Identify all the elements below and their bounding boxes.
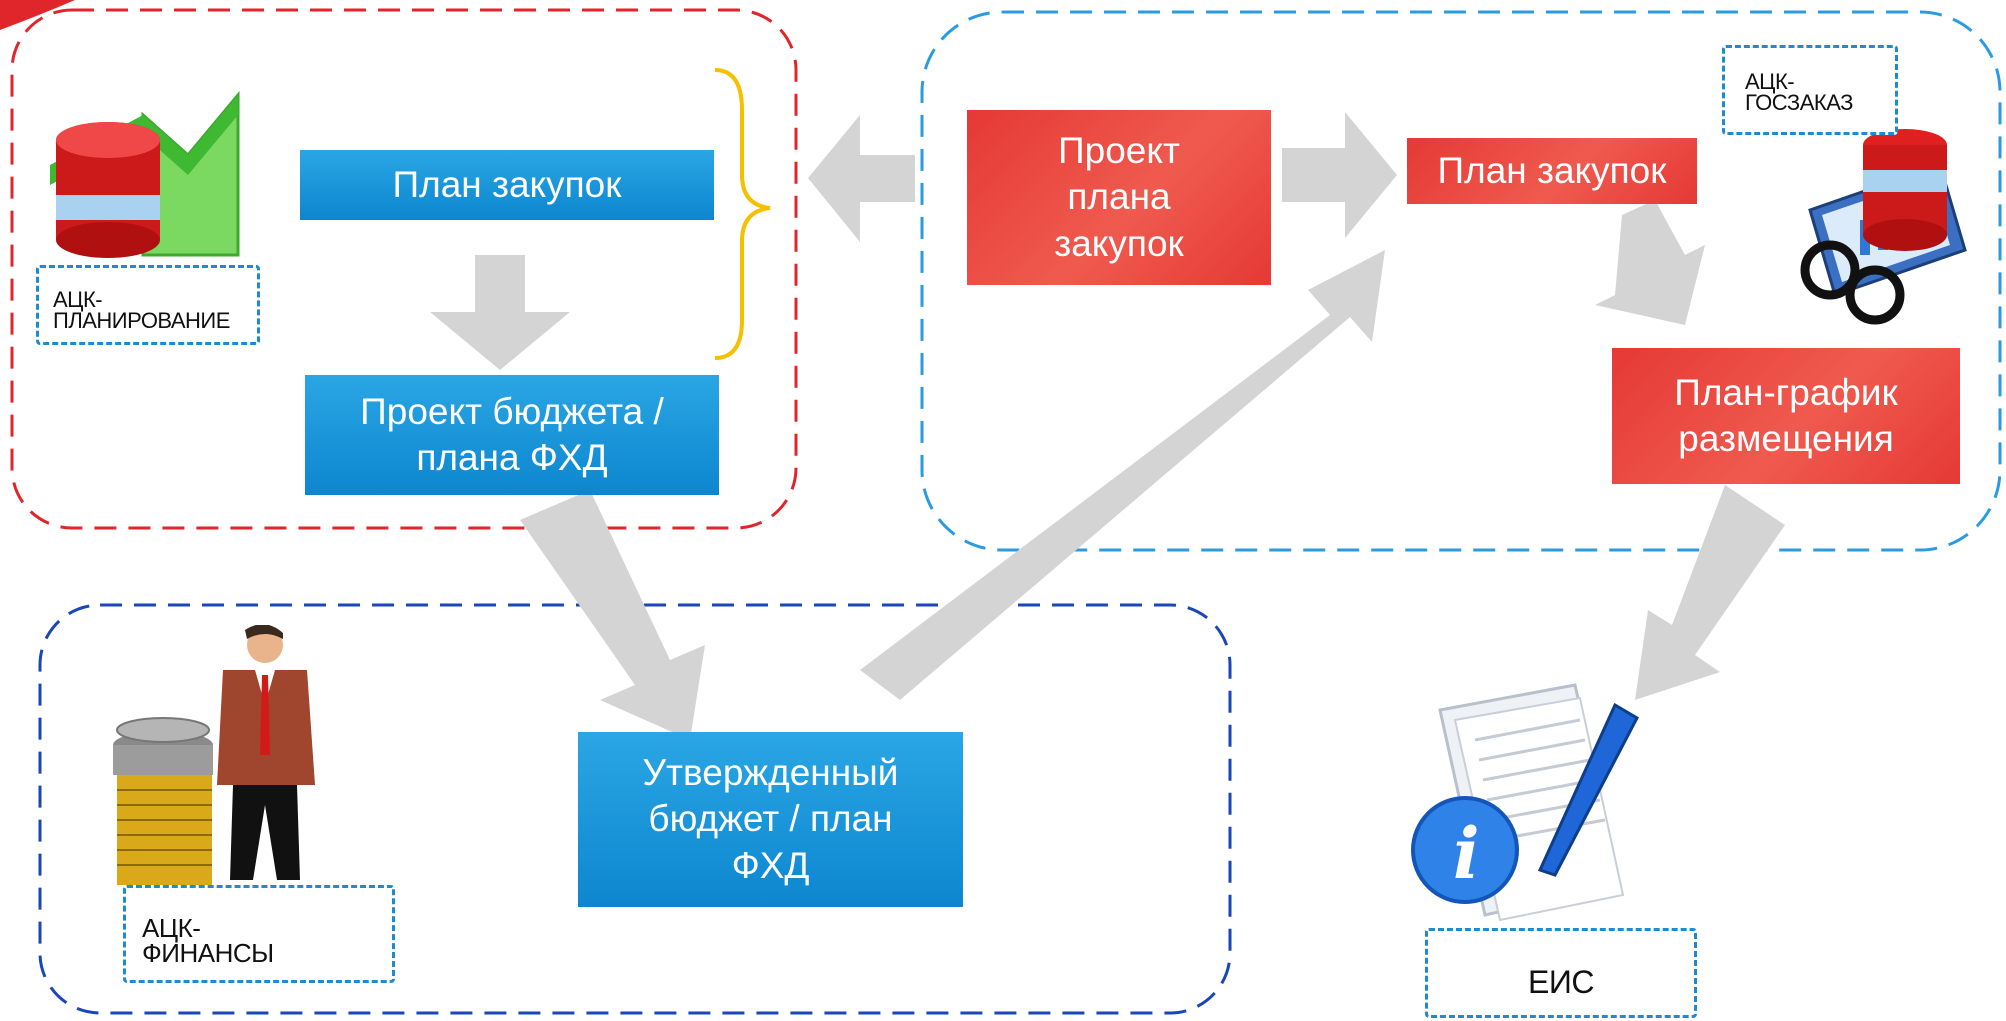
svg-text:i: i <box>1453 812 1480 895</box>
finance-group-frame <box>38 603 1232 1015</box>
arrow-draft-to-plan <box>1282 112 1397 238</box>
approved-budget-box: Утвержденный бюджет / план ФХД <box>578 732 963 907</box>
arrow-budget-to-approved <box>520 490 705 740</box>
arrow-schedule-to-eis <box>1635 485 1785 700</box>
arrow-plan-to-budget <box>430 255 570 370</box>
budget-draft-box: Проект бюджета / плана ФХД <box>305 375 719 495</box>
placement-schedule-box: План-график размещения <box>1612 348 1960 484</box>
arrow-approved-to-draft <box>860 250 1385 700</box>
procurement-plan-box: План закупок <box>300 150 714 220</box>
curly-brace <box>714 68 771 360</box>
database-glasses-icon <box>1800 129 1967 325</box>
businessman-coins-icon <box>113 625 315 885</box>
corner-accent <box>0 0 75 30</box>
procurement-plan-draft-box: Проект плана закупок <box>967 110 1271 285</box>
database-chart-icon <box>50 90 240 258</box>
goszakaz-procurement-plan-box: План закупок <box>1407 138 1697 204</box>
planning-group-frame <box>10 8 798 530</box>
goszakaz-group-frame <box>920 10 2002 552</box>
planning-system-callout: АЦК- ПЛАНИРОВАНИЕ <box>36 265 260 345</box>
arrow-goszakaz-to-planning <box>808 115 915 242</box>
document-pen-info-icon: i <box>1411 683 1639 922</box>
eis-system-callout: ЕИС <box>1425 928 1697 1018</box>
goszakaz-system-callout: АЦК- ГОСЗАКАЗ <box>1722 45 1898 135</box>
arrow-plan-to-schedule <box>1595 200 1705 325</box>
finance-system-callout: АЦК- ФИНАНСЫ <box>123 885 395 983</box>
